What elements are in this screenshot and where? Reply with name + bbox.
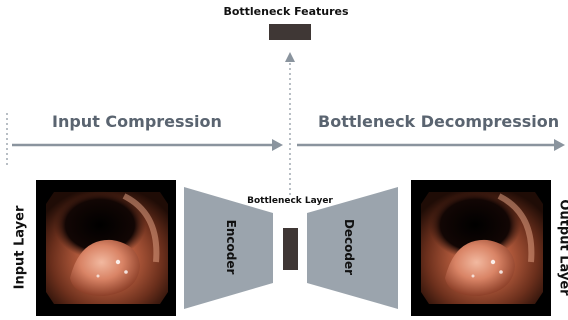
- encoder-label: Encoder: [224, 209, 238, 285]
- compression-arrowhead: [272, 139, 283, 151]
- decompression-arrowhead: [554, 139, 565, 151]
- output-layer-label: Output Layer: [557, 198, 568, 298]
- input-compression-label: Input Compression: [52, 112, 222, 131]
- connector-arrowhead: [285, 52, 295, 62]
- bottleneck-decompression-label: Bottleneck Decompression: [318, 112, 559, 131]
- bottleneck-features-block: [269, 24, 311, 40]
- bottleneck-layer-label: Bottleneck Layer: [0, 196, 568, 206]
- decoder-label: Decoder: [342, 209, 356, 285]
- input-layer-label: Input Layer: [13, 198, 28, 298]
- bottleneck-features-label: Bottleneck Features: [0, 5, 568, 18]
- bottleneck-layer-block: [283, 228, 298, 270]
